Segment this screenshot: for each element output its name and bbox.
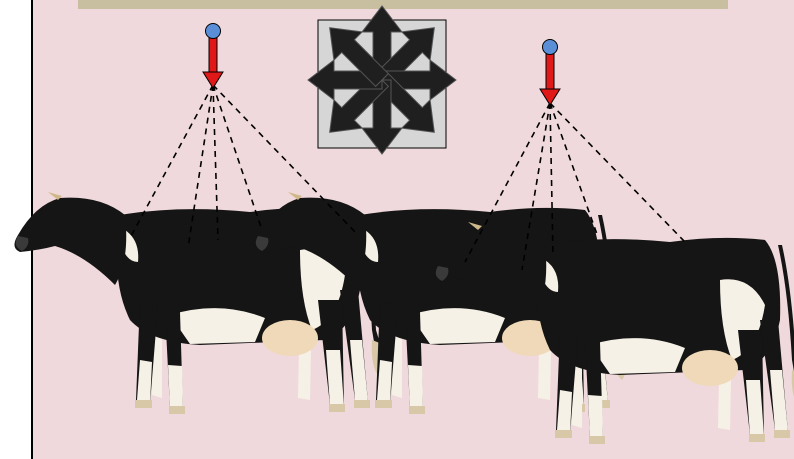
eight-direction-arrows-icon [308, 6, 456, 154]
down-arrow-sensor-icon [203, 24, 223, 89]
down-arrow-sensor-icon [540, 40, 560, 106]
